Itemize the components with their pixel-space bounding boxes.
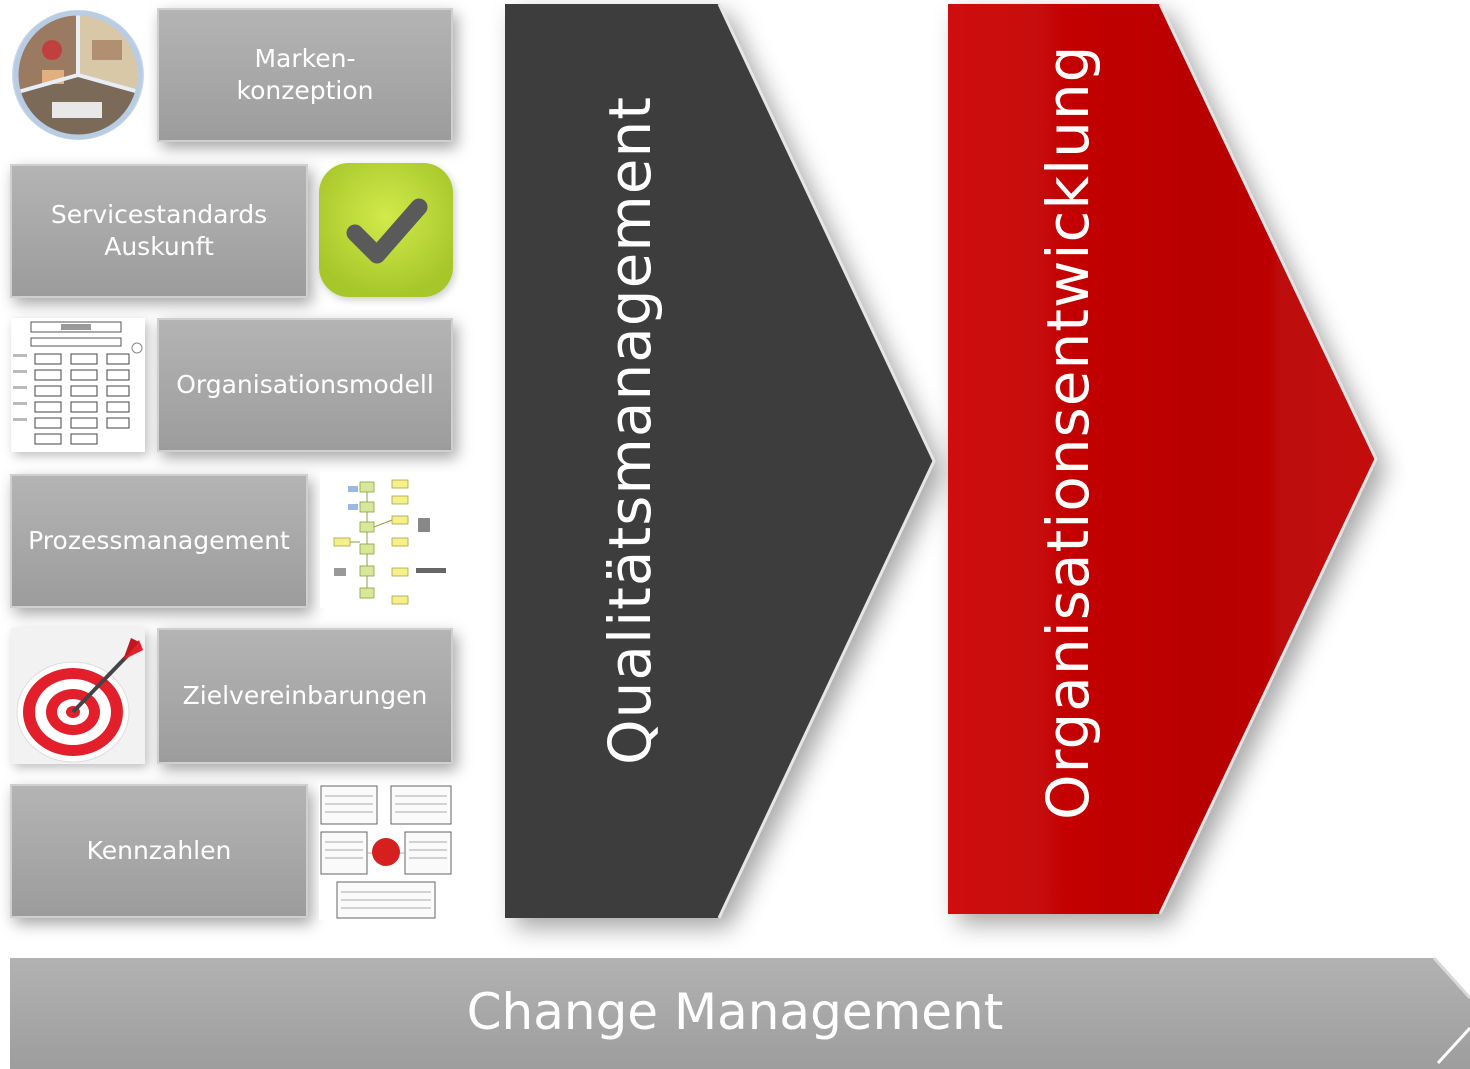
- org-chart-icon: [11, 318, 145, 452]
- tool-label-prozessmanagement: Prozessmanagement: [28, 526, 290, 555]
- tool-label-servicestandards: Servicestandards Auskunft: [50, 200, 268, 261]
- target-dart-icon: [11, 628, 145, 764]
- kpi-sheet-icon: [319, 784, 453, 920]
- tool-label-zielvereinbarungen: Zielvereinbarungen: [182, 681, 428, 710]
- tool-box-organisationsmodell: Organisationsmodell: [157, 318, 453, 452]
- tool-box-zielvereinbarungen: Zielvereinbarungen: [157, 628, 453, 764]
- tool-box-markenkonzeption: Marken- konzeption: [157, 8, 453, 142]
- tool-box-prozessmanagement: Prozessmanagement: [10, 474, 308, 608]
- quality-management-arrow: [505, 3, 939, 919]
- checkmark-icon: [319, 163, 453, 297]
- tool-box-kennzahlen: Kennzahlen: [10, 784, 308, 918]
- quality-management-label: Qualitätsmanagement: [596, 96, 664, 765]
- organisational-development-label: Organisationsentwicklung: [1034, 44, 1102, 820]
- process-flow-icon: [320, 472, 453, 608]
- change-management-label: Change Management: [466, 983, 1004, 1041]
- tool-label-kennzahlen: Kennzahlen: [86, 836, 232, 865]
- workshop-photo-icon: [12, 10, 144, 140]
- tool-box-servicestandards: Servicestandards Auskunft: [10, 164, 308, 298]
- organisational-development-arrow: [948, 3, 1380, 915]
- tool-label-markenkonzeption: Marken- konzeption: [236, 44, 374, 105]
- tool-label-organisationsmodell: Organisationsmodell: [176, 370, 434, 399]
- change-management-arrow: [10, 956, 1470, 1069]
